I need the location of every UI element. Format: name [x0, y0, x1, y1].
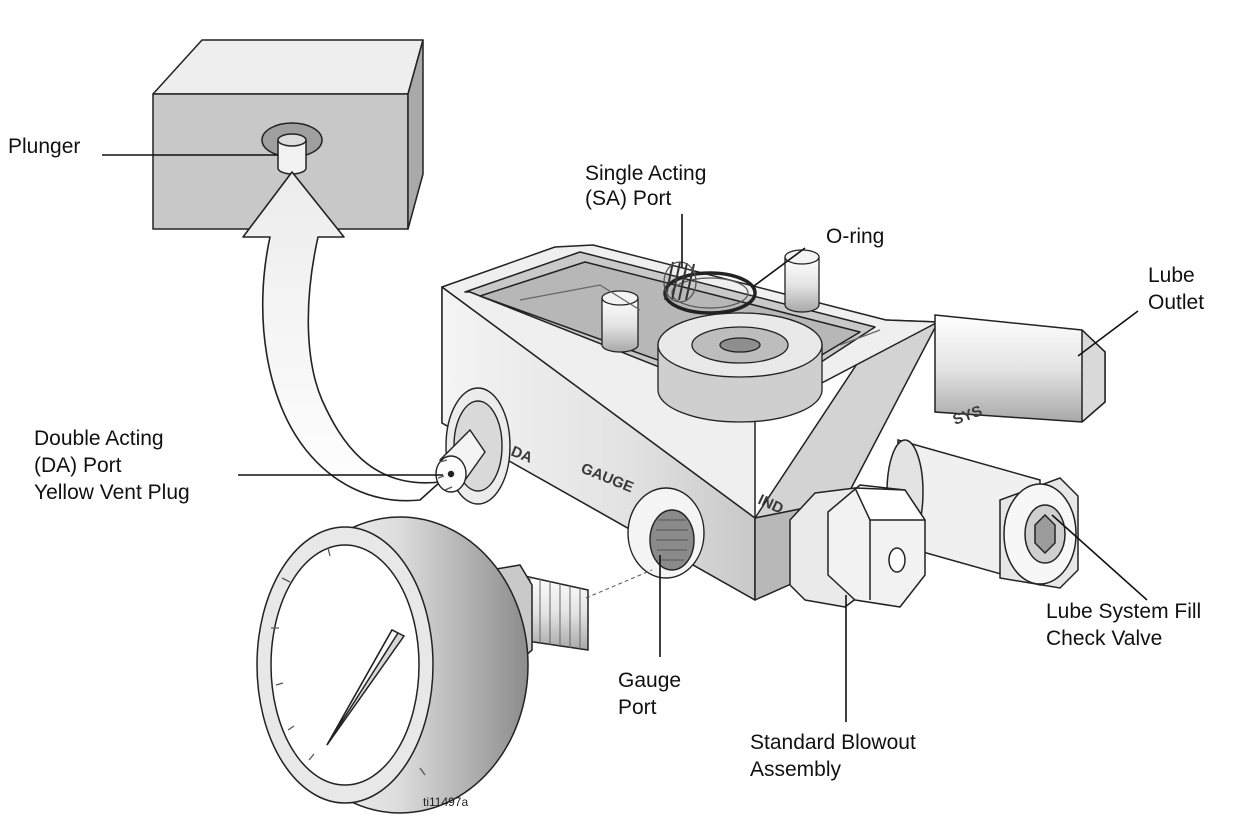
- alignment-line: [585, 569, 653, 599]
- label-lube-outlet-1: Lube: [1148, 264, 1195, 287]
- o-ring-part: [663, 271, 757, 315]
- vent-plug: [435, 387, 511, 505]
- pressure-gauge: [256, 516, 589, 814]
- label-double-acting-3: Yellow Vent Plug: [34, 481, 190, 504]
- label-lube-outlet-2: Outlet: [1148, 291, 1205, 314]
- flow-arrow: [242, 171, 441, 502]
- label-double-acting-1: Double Acting: [34, 427, 164, 450]
- label-single-acting-2: (SA) Port: [585, 187, 672, 210]
- lube-outlet-fitting: [934, 314, 1106, 423]
- leader-lube-fill: [1051, 514, 1148, 601]
- stamp-da: DA: [509, 443, 536, 467]
- sa-port-spring: [663, 261, 697, 303]
- leader-o-ring: [753, 247, 806, 287]
- label-lube-fill-1: Lube System Fill: [1046, 600, 1202, 623]
- leader-lube-outlet: [1077, 310, 1139, 357]
- manifold-internals: [519, 249, 881, 423]
- blowout-assembly: [789, 484, 926, 608]
- leader-lines: [102, 154, 1148, 722]
- label-blowout-2: Assembly: [750, 758, 842, 781]
- label-double-acting-2: (DA) Port: [34, 454, 122, 477]
- figure-id: ti11497a: [423, 795, 469, 809]
- label-lube-fill-2: Check Valve: [1046, 627, 1163, 650]
- label-blowout-1: Standard Blowout: [750, 731, 916, 754]
- label-single-acting-1: Single Acting: [585, 162, 707, 185]
- plunger-block: [152, 39, 424, 230]
- label-plunger: Plunger: [8, 135, 81, 158]
- label-gauge-port-1: Gauge: [618, 669, 682, 692]
- label-gauge-port-2: Port: [618, 696, 657, 719]
- label-o-ring: O-ring: [826, 225, 885, 248]
- gauge-port-opening: [627, 487, 705, 579]
